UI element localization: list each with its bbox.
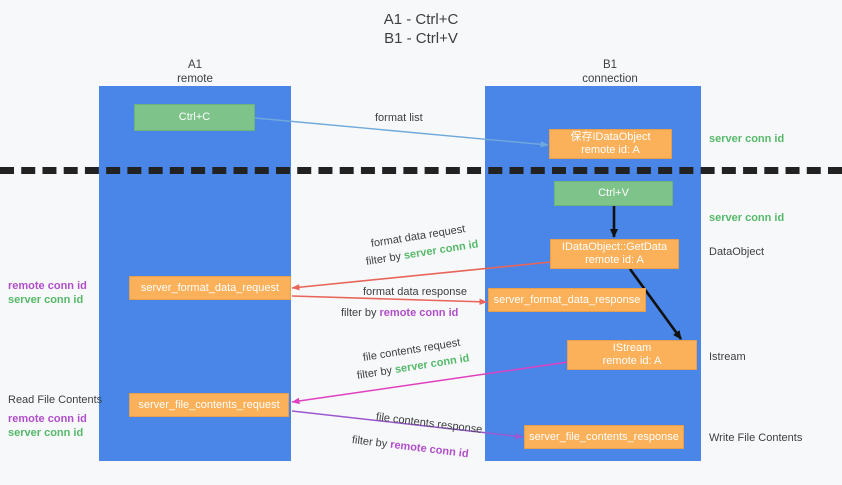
left-label-group-2: remote conn id server conn id	[8, 412, 87, 440]
left-label-remote-conn-id-2: remote conn id	[8, 413, 87, 425]
arrow-format-data-request	[291, 261, 552, 291]
page-title: A1 - Ctrl+C B1 - Ctrl+V	[0, 10, 842, 48]
lane-b1-sub: connection	[582, 73, 638, 85]
title-line-1: A1 - Ctrl+C	[383, 11, 459, 28]
arrow-format-list	[254, 117, 549, 148]
filter-key-remote-conn-id: remote conn id	[379, 307, 459, 319]
box-server-file-contents-response-label: server_file_contents_response	[529, 430, 679, 443]
right-label-server-conn-id-top: server conn id	[709, 133, 785, 145]
lane-header-b1: B1 connection	[530, 58, 690, 86]
box-getdata[interactable]: IDataObject::GetData remote id: A	[550, 239, 679, 269]
left-label-server-conn-id-1: server conn id	[8, 294, 84, 306]
lane-header-a1: A1 remote	[120, 58, 270, 86]
box-server-file-contents-response[interactable]: server_file_contents_response	[524, 425, 684, 449]
box-server-format-data-response-label: server_format_data_response	[493, 293, 641, 306]
box-server-format-data-request[interactable]: server_format_data_request	[129, 276, 291, 300]
box-ctrl-c-label: Ctrl+C	[178, 111, 211, 123]
box-istream[interactable]: IStream remote id: A	[567, 340, 697, 370]
arrow-getdata-to-istream	[628, 268, 683, 340]
box-idataobject[interactable]: 保存IDataObject remote id: A	[549, 129, 672, 159]
lane-a1-name: A1	[187, 59, 203, 71]
box-idataobject-line1: 保存IDataObject	[570, 131, 651, 143]
box-istream-line1: IStream	[612, 342, 652, 354]
label-format-list: format list	[375, 112, 423, 124]
arrow-file-contents-response	[291, 410, 524, 440]
right-label-server-conn-id-mid: server conn id	[709, 212, 785, 224]
lane-b1-name: B1	[602, 59, 618, 71]
left-label-read-file-contents: Read File Contents	[8, 394, 103, 406]
box-istream-line2: remote id: A	[602, 355, 662, 367]
right-label-write-file-contents: Write File Contents	[709, 432, 803, 444]
arrow-format-data-response	[291, 295, 488, 305]
box-getdata-line2: remote id: A	[585, 254, 644, 266]
box-ctrl-c[interactable]: Ctrl+C	[134, 104, 255, 131]
left-label-remote-conn-id-1: remote conn id	[8, 280, 87, 292]
left-label-server-conn-id-2: server conn id	[8, 427, 84, 439]
box-server-file-contents-request-label: server_file_contents_request	[138, 398, 280, 411]
box-idataobject-line2: remote id: A	[581, 144, 640, 156]
box-ctrl-v[interactable]: Ctrl+V	[554, 181, 673, 206]
left-label-group-1: remote conn id server conn id	[8, 279, 87, 307]
filter-prefix: filter by	[341, 307, 380, 319]
box-server-format-data-request-label: server_format_data_request	[140, 281, 280, 294]
label-format-data-response-filter: filter by remote conn id	[341, 306, 458, 320]
phase-divider	[0, 167, 842, 174]
box-ctrl-v-label: Ctrl+V	[598, 187, 629, 199]
right-label-istream: Istream	[709, 351, 746, 363]
arrow-file-contents-request	[291, 361, 569, 405]
label-format-data-response: format data response	[363, 286, 467, 298]
box-getdata-line1: IDataObject::GetData	[561, 241, 668, 253]
lane-a1-sub: remote	[177, 73, 213, 85]
right-label-dataobject: DataObject	[709, 246, 765, 258]
box-server-file-contents-request[interactable]: server_file_contents_request	[129, 393, 289, 417]
title-line-2: B1 - Ctrl+V	[384, 30, 458, 47]
box-server-format-data-response[interactable]: server_format_data_response	[488, 288, 646, 312]
